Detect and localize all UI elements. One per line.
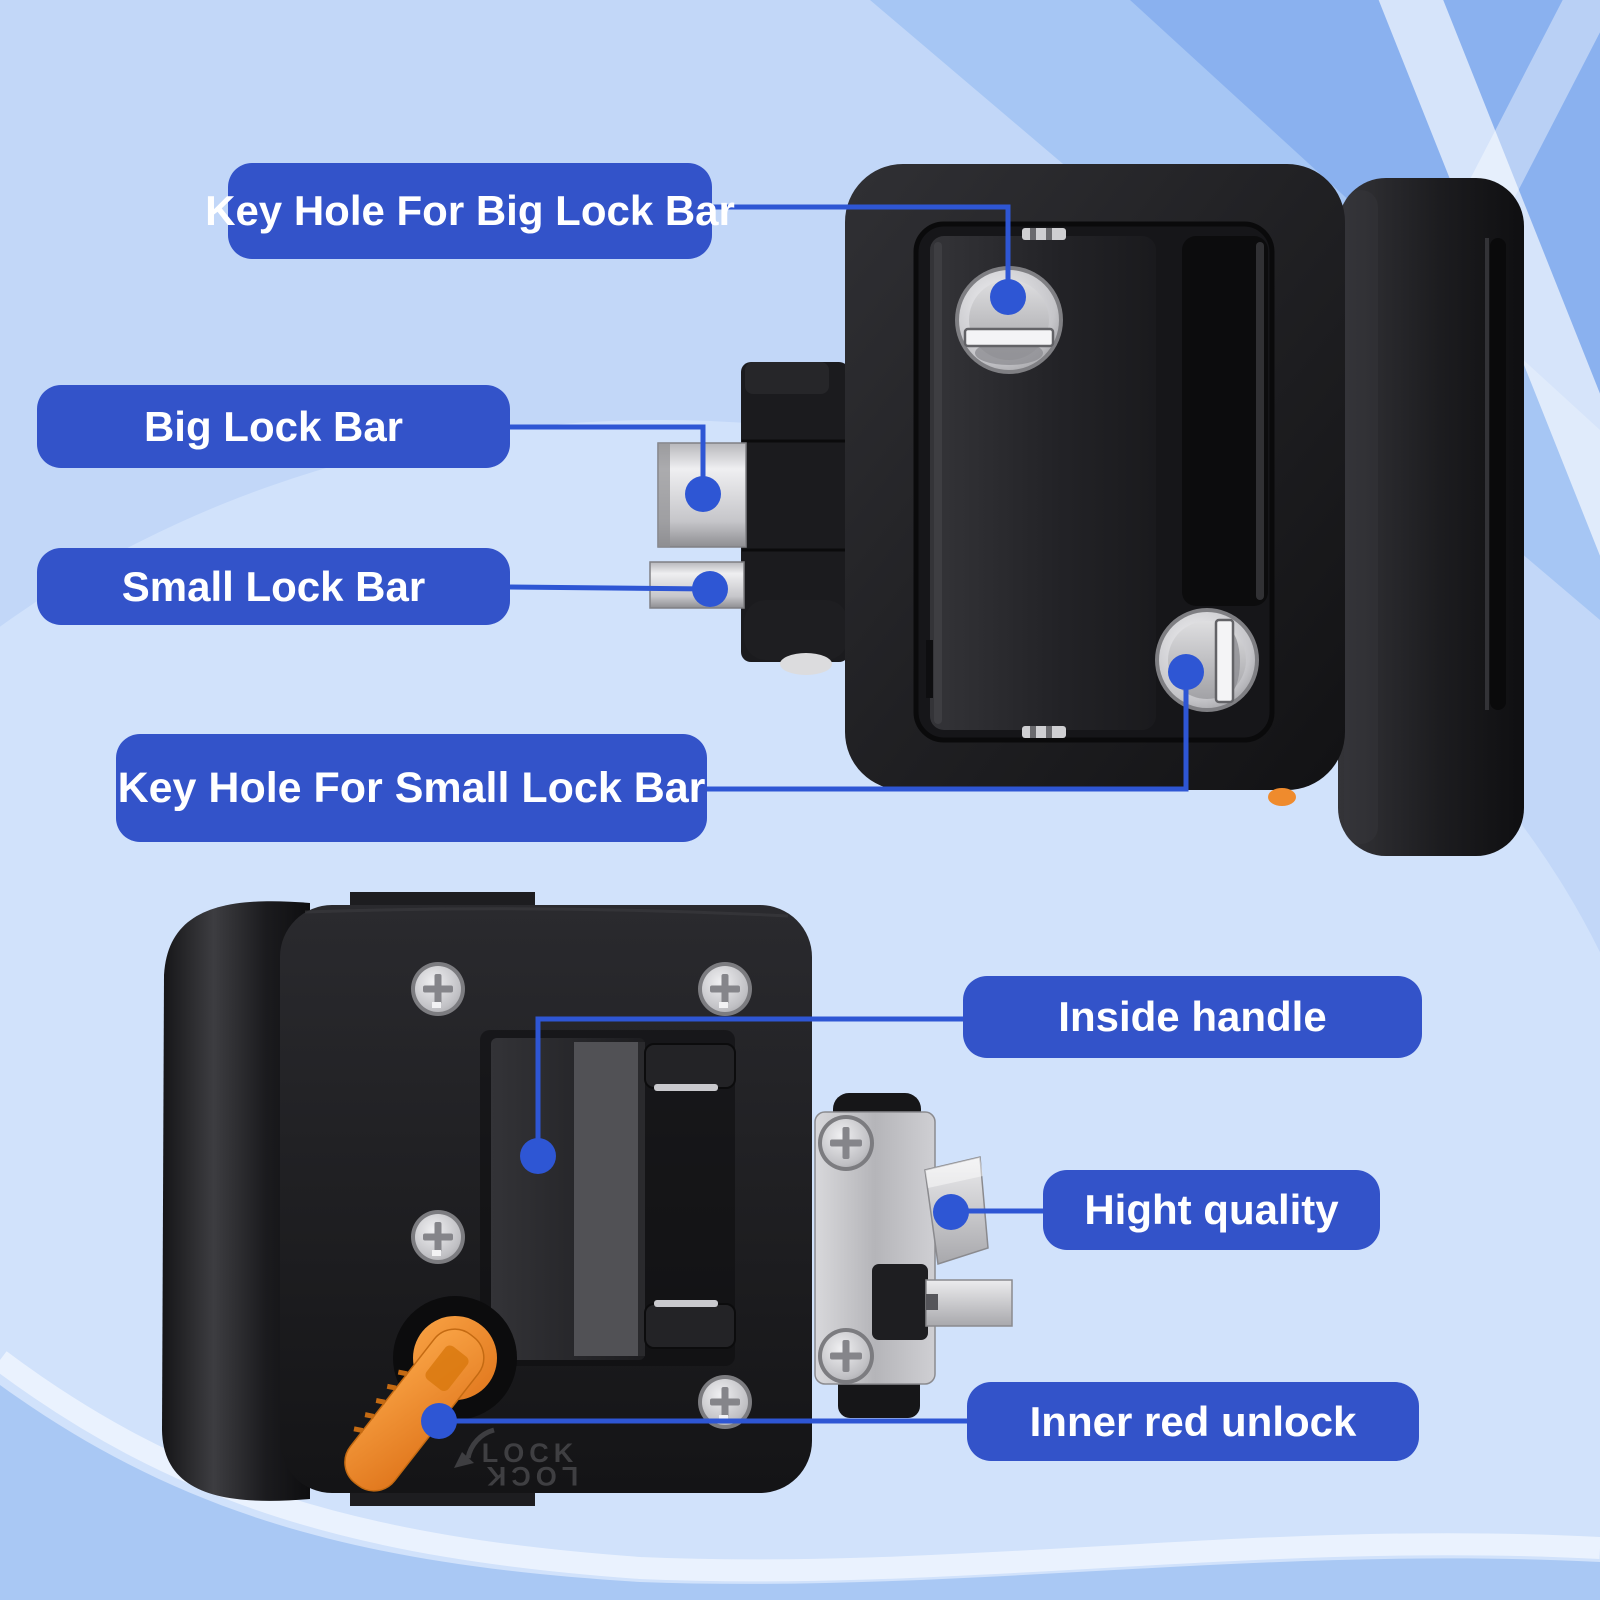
connector-inside-handle [520,1016,963,1174]
callout-label: Inner red unlock [1029,1397,1357,1445]
rear-view-product: LOCK LOCK [162,892,1013,1506]
orange-unlock-lever [344,1296,517,1492]
screw-icon [818,1328,874,1384]
callout-label: Inside handle [1058,993,1327,1040]
callout-label: Big Lock Bar [143,402,404,450]
big-keyhole-icon [955,266,1063,374]
callout-hight-quality: Hight quality [1043,1170,1380,1250]
rotate-arrowhead-icon [454,1452,474,1468]
lock-engraving: LOCK [482,1438,579,1468]
lock-engraving-group: LOCK LOCK [454,1427,579,1491]
connector-key-hole-big-lock-bar [712,204,1026,315]
callout-label: Key Hole For Big Lock Bar [205,187,735,234]
callout-inner-red-unlock: Inner red unlock [967,1382,1419,1461]
background-bottom-band [0,1385,1600,1600]
connector-inner-red-unlock [421,1403,967,1439]
left-flange [162,901,310,1501]
lock-bar-housing [741,362,849,675]
front-view-product [649,164,1524,856]
callout-big-lock-bar: Big Lock Bar [37,385,510,468]
side-body [1338,178,1524,856]
lower-lock-bar [925,1279,1013,1327]
grip-recess [1182,236,1268,606]
flange-bottom-tab [350,1492,535,1506]
connector-small-lock-bar [509,571,728,607]
callout-label: Hight quality [1084,1186,1339,1233]
callout-label: Key Hole For Small Lock Bar [117,763,706,812]
orange-lever-peek [1268,788,1296,806]
connector-big-lock-bar [510,424,721,512]
screw-icon [698,962,752,1016]
screw-icon [818,1115,874,1171]
callout-small-lock-bar: Small Lock Bar [37,548,510,625]
rear-plate-highlight [304,907,789,918]
screw-icon [698,1375,752,1429]
callout-key-hole-big-lock-bar: Key Hole For Big Lock Bar [205,163,735,259]
small-keyhole-icon [1155,608,1259,712]
screw-icon [411,962,465,1016]
inside-handle-part [480,1030,736,1366]
rotate-arrow-icon [465,1427,495,1459]
callout-inside-handle: Inside handle [963,976,1422,1058]
lock-engraving-mirrored: LOCK [482,1461,579,1491]
callout-key-hole-small-lock-bar: Key Hole For Small Lock Bar [116,734,707,842]
latch-mechanism [814,1093,1013,1418]
callout-label: Small Lock Bar [121,562,426,610]
flange-top-tab [350,892,535,908]
connector-hight-quality [933,1194,1043,1230]
connector-key-hole-small-lock-bar [707,654,1204,792]
screw-icon [411,1210,465,1264]
connectors [421,204,1204,1439]
